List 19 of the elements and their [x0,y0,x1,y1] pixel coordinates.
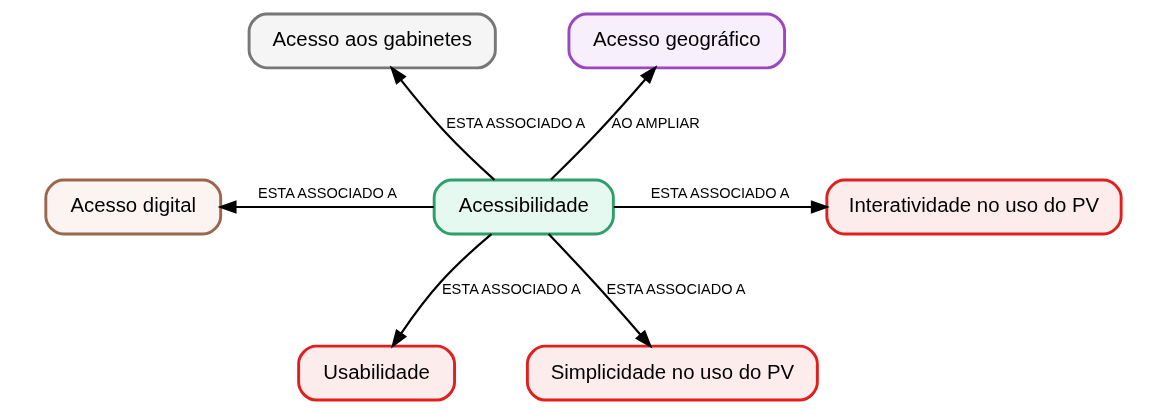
node-box: Usabilidade [296,344,456,402]
edge-label: ESTA ASSOCIADO A [445,114,585,131]
edge-label: AO AMPLIAR [611,114,700,131]
node-box: Interatividade no uso do PV [824,178,1123,236]
node-box: Simplicidade no uso do PV [525,344,819,402]
node-box: Acessibilidade [432,178,615,236]
edge-label: ESTA ASSOCIADO A [650,185,790,202]
edge-label: ESTA ASSOCIADO A [606,280,745,297]
arrow [217,200,434,214]
arrow [390,233,492,349]
node-box: Acesso geográfico [566,12,786,70]
node-box: Acesso digital [43,178,222,236]
arrow [549,65,657,181]
arrow [547,233,652,349]
node-box: Acesso aos gabinetes [247,12,497,70]
arrow [613,200,830,214]
edge-label: ESTA ASSOCIADO A [257,185,397,202]
arrow [389,65,495,181]
edge-label: ESTA ASSOCIADO A [441,280,581,297]
